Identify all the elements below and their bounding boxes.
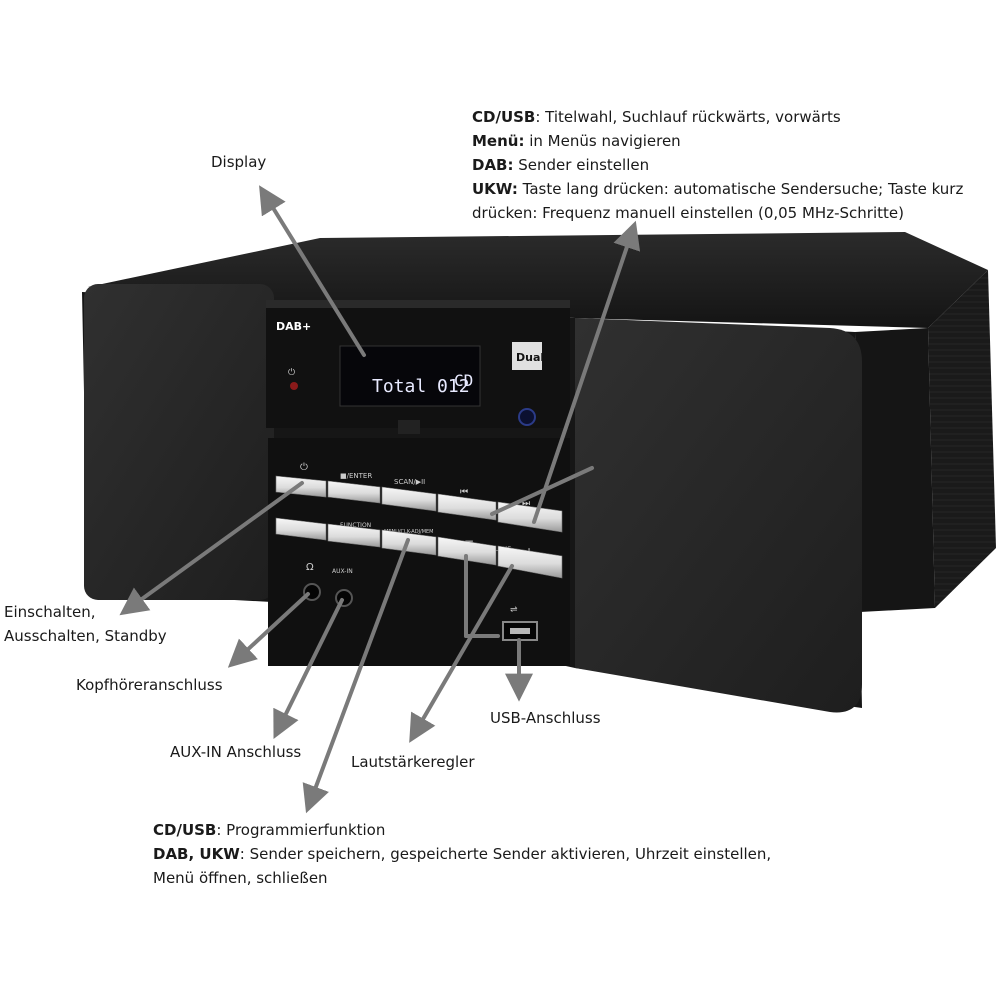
right-speaker-grille <box>575 318 862 713</box>
display-mode: CD <box>454 371 473 390</box>
svg-text:■/ENTER: ■/ENTER <box>340 472 372 480</box>
arrow-headphone <box>227 592 310 668</box>
bottom-line-2: DAB, UKW: Sender speichern, gespeicherte… <box>153 845 772 863</box>
standby-led <box>290 382 298 390</box>
svg-text:−: − <box>464 534 474 548</box>
display-text: Total 012 <box>372 376 470 397</box>
annotation-arrows <box>119 185 641 814</box>
arrow-aux <box>273 598 344 740</box>
label-aux-in: AUX-IN Anschluss <box>170 743 302 761</box>
top-right-line-4: UKW: Taste lang drücken: automatische Se… <box>472 180 964 198</box>
arrow-display <box>259 185 366 357</box>
arrow-volume <box>409 564 514 743</box>
left-speaker-grille <box>84 284 274 600</box>
brand-logo <box>512 342 542 370</box>
svg-text:MENU/CLK-ADJ/MEM: MENU/CLK-ADJ/MEM <box>384 529 434 535</box>
top-right-line-3: DAB: Sender einstellen <box>472 156 650 174</box>
svg-text:⏻: ⏻ <box>288 367 295 378</box>
cabinet-right-side <box>928 270 996 608</box>
button-row-bottom <box>275 517 563 579</box>
volume-up-button <box>497 545 563 579</box>
svg-text:⏭: ⏭ <box>522 499 530 509</box>
svg-text:⏮: ⏮ <box>460 487 468 497</box>
svg-text:Dual: Dual <box>516 351 544 364</box>
label-volume: Lautstärkeregler <box>351 753 475 771</box>
top-right-line-2: Menü: in Menüs navigieren <box>472 132 681 150</box>
ir-sensor <box>518 408 536 426</box>
scan-play-button <box>381 486 437 512</box>
prev-button <box>437 493 497 521</box>
arrow-power <box>119 481 304 616</box>
cabinet-top <box>88 232 988 328</box>
svg-text:SCAN/▶II: SCAN/▶II <box>394 478 425 486</box>
label-display: Display <box>211 153 267 171</box>
bottom-line-3: Menü öffnen, schließen <box>153 869 328 887</box>
dab-logo: DAB+ <box>276 320 311 333</box>
svg-text:AUX-IN: AUX-IN <box>332 568 353 575</box>
function-button <box>327 523 381 548</box>
arrow-menu <box>302 538 410 814</box>
stop-enter-button <box>327 480 381 504</box>
svg-text:⏻: ⏻ <box>300 462 308 473</box>
label-power: Einschalten, Ausschalten, Standby <box>4 603 167 645</box>
usb-symbol: ⇌ <box>510 605 518 615</box>
button-row-top <box>275 475 563 533</box>
arrow-top-right <box>532 220 641 524</box>
label-usb: USB-Anschluss <box>490 709 601 727</box>
top-right-line-5: drücken: Frequenz manuell einstellen (0,… <box>472 204 904 222</box>
label-top-right: CD/USB: Titelwahl, Suchlauf rückwärts, v… <box>472 105 963 225</box>
headphone-symbol: Ω <box>306 562 314 573</box>
arrow-top-right-2 <box>490 466 594 516</box>
svg-text:FUNCTION: FUNCTION <box>340 522 371 529</box>
bottom-line-1: CD/USB: Programmierfunktion <box>153 821 386 839</box>
top-right-line-1: CD/USB: Titelwahl, Suchlauf rückwärts, v… <box>472 108 841 126</box>
volume-down-button <box>437 536 497 566</box>
label-headphone: Kopfhöreranschluss <box>76 676 223 694</box>
label-bottom: CD/USB: Programmierfunktion DAB, UKW: Se… <box>153 818 771 890</box>
eject-button <box>275 517 327 541</box>
